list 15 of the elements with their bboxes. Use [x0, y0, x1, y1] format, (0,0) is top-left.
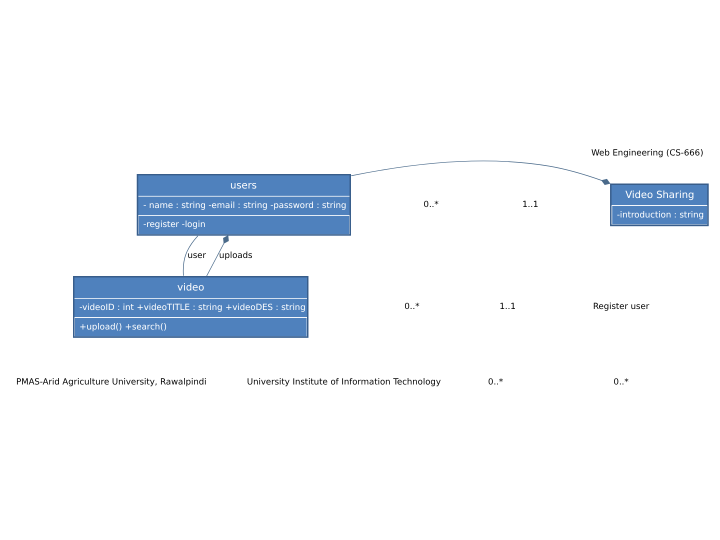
label: PMAS-Arid Agriculture University, Rawalpindi [16, 377, 207, 388]
label: Register user [592, 302, 650, 312]
edge-label: uploads [219, 250, 252, 261]
label: 0..* [404, 302, 420, 312]
label: 0..* [424, 199, 439, 210]
label: 0..* [614, 377, 629, 388]
connector [350, 160, 610, 185]
label: 1..1 [522, 199, 538, 210]
label: 0..* [488, 377, 504, 388]
connector [182, 235, 198, 276]
label: University Institute of Information Technology [246, 377, 441, 388]
diagram-title: Web Engineering (CS-666) [591, 148, 704, 158]
edge-label: user [187, 250, 206, 261]
label: 1..1 [500, 302, 516, 312]
connector [206, 234, 229, 276]
